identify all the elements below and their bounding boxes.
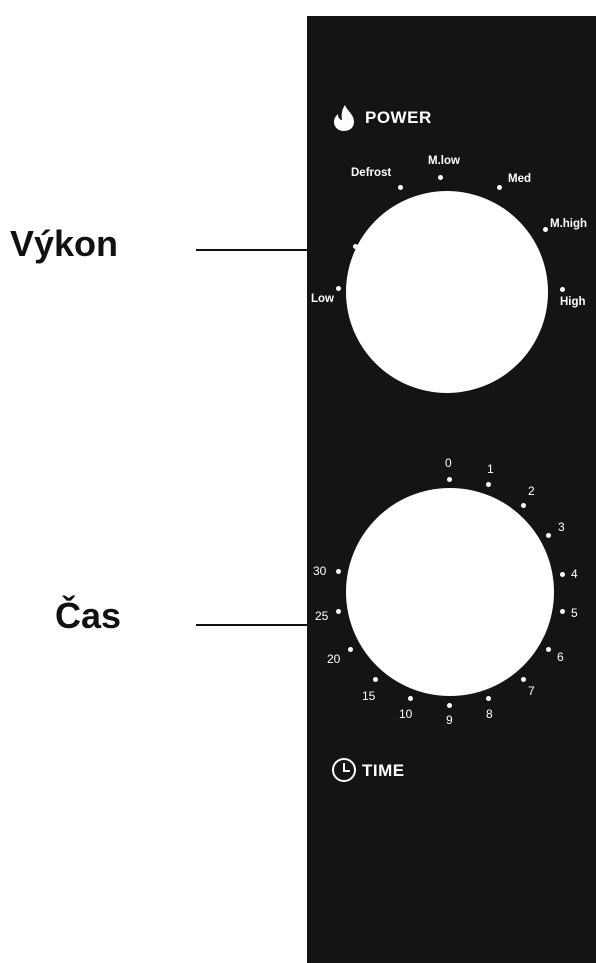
timer-label-0: 0 xyxy=(445,456,452,470)
timer-dot-9 xyxy=(447,703,452,708)
power-dot-low xyxy=(336,286,341,291)
power-dot-mlow xyxy=(438,175,443,180)
timer-label-4: 4 xyxy=(571,567,578,581)
power-label-mlow: M.low xyxy=(428,155,460,167)
power-dot-defrost xyxy=(398,185,403,190)
power-dot-extra xyxy=(353,244,358,249)
timer-label-5: 5 xyxy=(571,606,578,620)
power-leader-line xyxy=(196,249,308,251)
time-title: TIME xyxy=(362,761,405,780)
timer-label-20: 20 xyxy=(327,652,341,666)
timer-dot-15 xyxy=(373,677,378,682)
timer-label-15: 15 xyxy=(362,689,376,703)
timer-label-9: 9 xyxy=(446,713,453,727)
timer-dot-1 xyxy=(486,482,491,487)
power-dot-mhigh xyxy=(543,227,548,232)
timer-label-30: 30 xyxy=(313,564,327,578)
timer-label-1: 1 xyxy=(487,462,494,476)
timer-dot-2 xyxy=(521,503,526,508)
timer-label-2: 2 xyxy=(528,484,535,498)
timer-label-7: 7 xyxy=(528,684,535,698)
power-label-defrost: Defrost xyxy=(351,167,392,179)
timer-dot-20 xyxy=(348,647,353,652)
timer-dot-5 xyxy=(560,609,565,614)
timer-label-25: 25 xyxy=(315,609,329,623)
time-leader-line xyxy=(196,624,308,626)
power-knob[interactable] xyxy=(346,191,548,393)
timer-dot-6 xyxy=(546,647,551,652)
power-label-mhigh: M.high xyxy=(550,218,588,230)
timer-dot-10 xyxy=(408,696,413,701)
clock-icon xyxy=(332,758,356,782)
timer-label-3: 3 xyxy=(558,520,565,534)
timer-label-6: 6 xyxy=(557,650,564,664)
flame-icon xyxy=(334,105,354,131)
time-callout-label: Čas xyxy=(55,595,122,636)
timer-dot-8 xyxy=(486,696,491,701)
power-dot-high xyxy=(560,287,565,292)
timer-dot-3 xyxy=(546,533,551,538)
power-label-low: Low xyxy=(311,293,334,305)
power-title: POWER xyxy=(365,108,432,127)
timer-label-8: 8 xyxy=(486,707,493,721)
timer-dot-25 xyxy=(336,609,341,614)
power-dot-med xyxy=(497,185,502,190)
timer-label-10: 10 xyxy=(399,707,413,721)
power-label-high: High xyxy=(560,296,586,308)
timer-dot-4 xyxy=(560,572,565,577)
power-label-med: Med xyxy=(508,173,531,185)
timer-dot-0 xyxy=(447,477,452,482)
timer-knob[interactable] xyxy=(346,488,554,696)
power-callout-label: Výkon xyxy=(10,223,119,264)
timer-dot-7 xyxy=(521,677,526,682)
timer-dot-30 xyxy=(336,569,341,574)
